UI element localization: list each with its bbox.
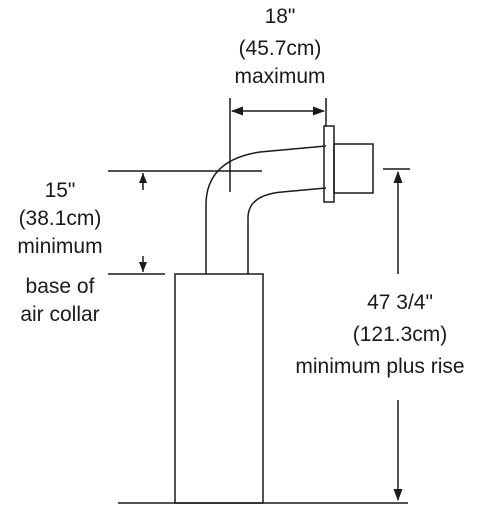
vent-pipe-outer-wall — [205, 145, 327, 274]
horizontal-dimension-right-arrowhead — [313, 106, 325, 116]
horizontal-dimension-value: 18" — [264, 5, 296, 28]
total-height-value: 47 3/4" — [367, 291, 433, 314]
upper-dimension-value: 15" — [44, 179, 76, 202]
horizontal-dimension-left-arrowhead — [231, 106, 243, 116]
upper-dimension-qualifier: minimum — [17, 235, 103, 258]
horizontal-dimension-metric: (45.7cm) — [238, 37, 322, 60]
total-height-qualifier: minimum plus rise — [295, 355, 465, 378]
wall-flange — [323, 125, 335, 203]
total-height-top-arrowhead — [393, 171, 403, 183]
reference-label-line1: base of — [25, 275, 95, 298]
horizontal-dimension-qualifier: maximum — [234, 65, 326, 88]
upper-dimension-top-arrowhead — [139, 173, 147, 183]
reference-label-line2: air collar — [20, 303, 100, 326]
heater-tank — [174, 273, 264, 504]
upper-dimension-metric: (38.1cm) — [18, 207, 102, 230]
vent-terminal-cap — [333, 143, 374, 194]
total-height-metric: (121.3cm) — [352, 323, 448, 346]
vent-pipe-inner-wall — [247, 187, 327, 274]
total-height-bottom-arrowhead — [393, 489, 403, 501]
upper-dimension-bottom-arrowhead — [139, 262, 147, 272]
